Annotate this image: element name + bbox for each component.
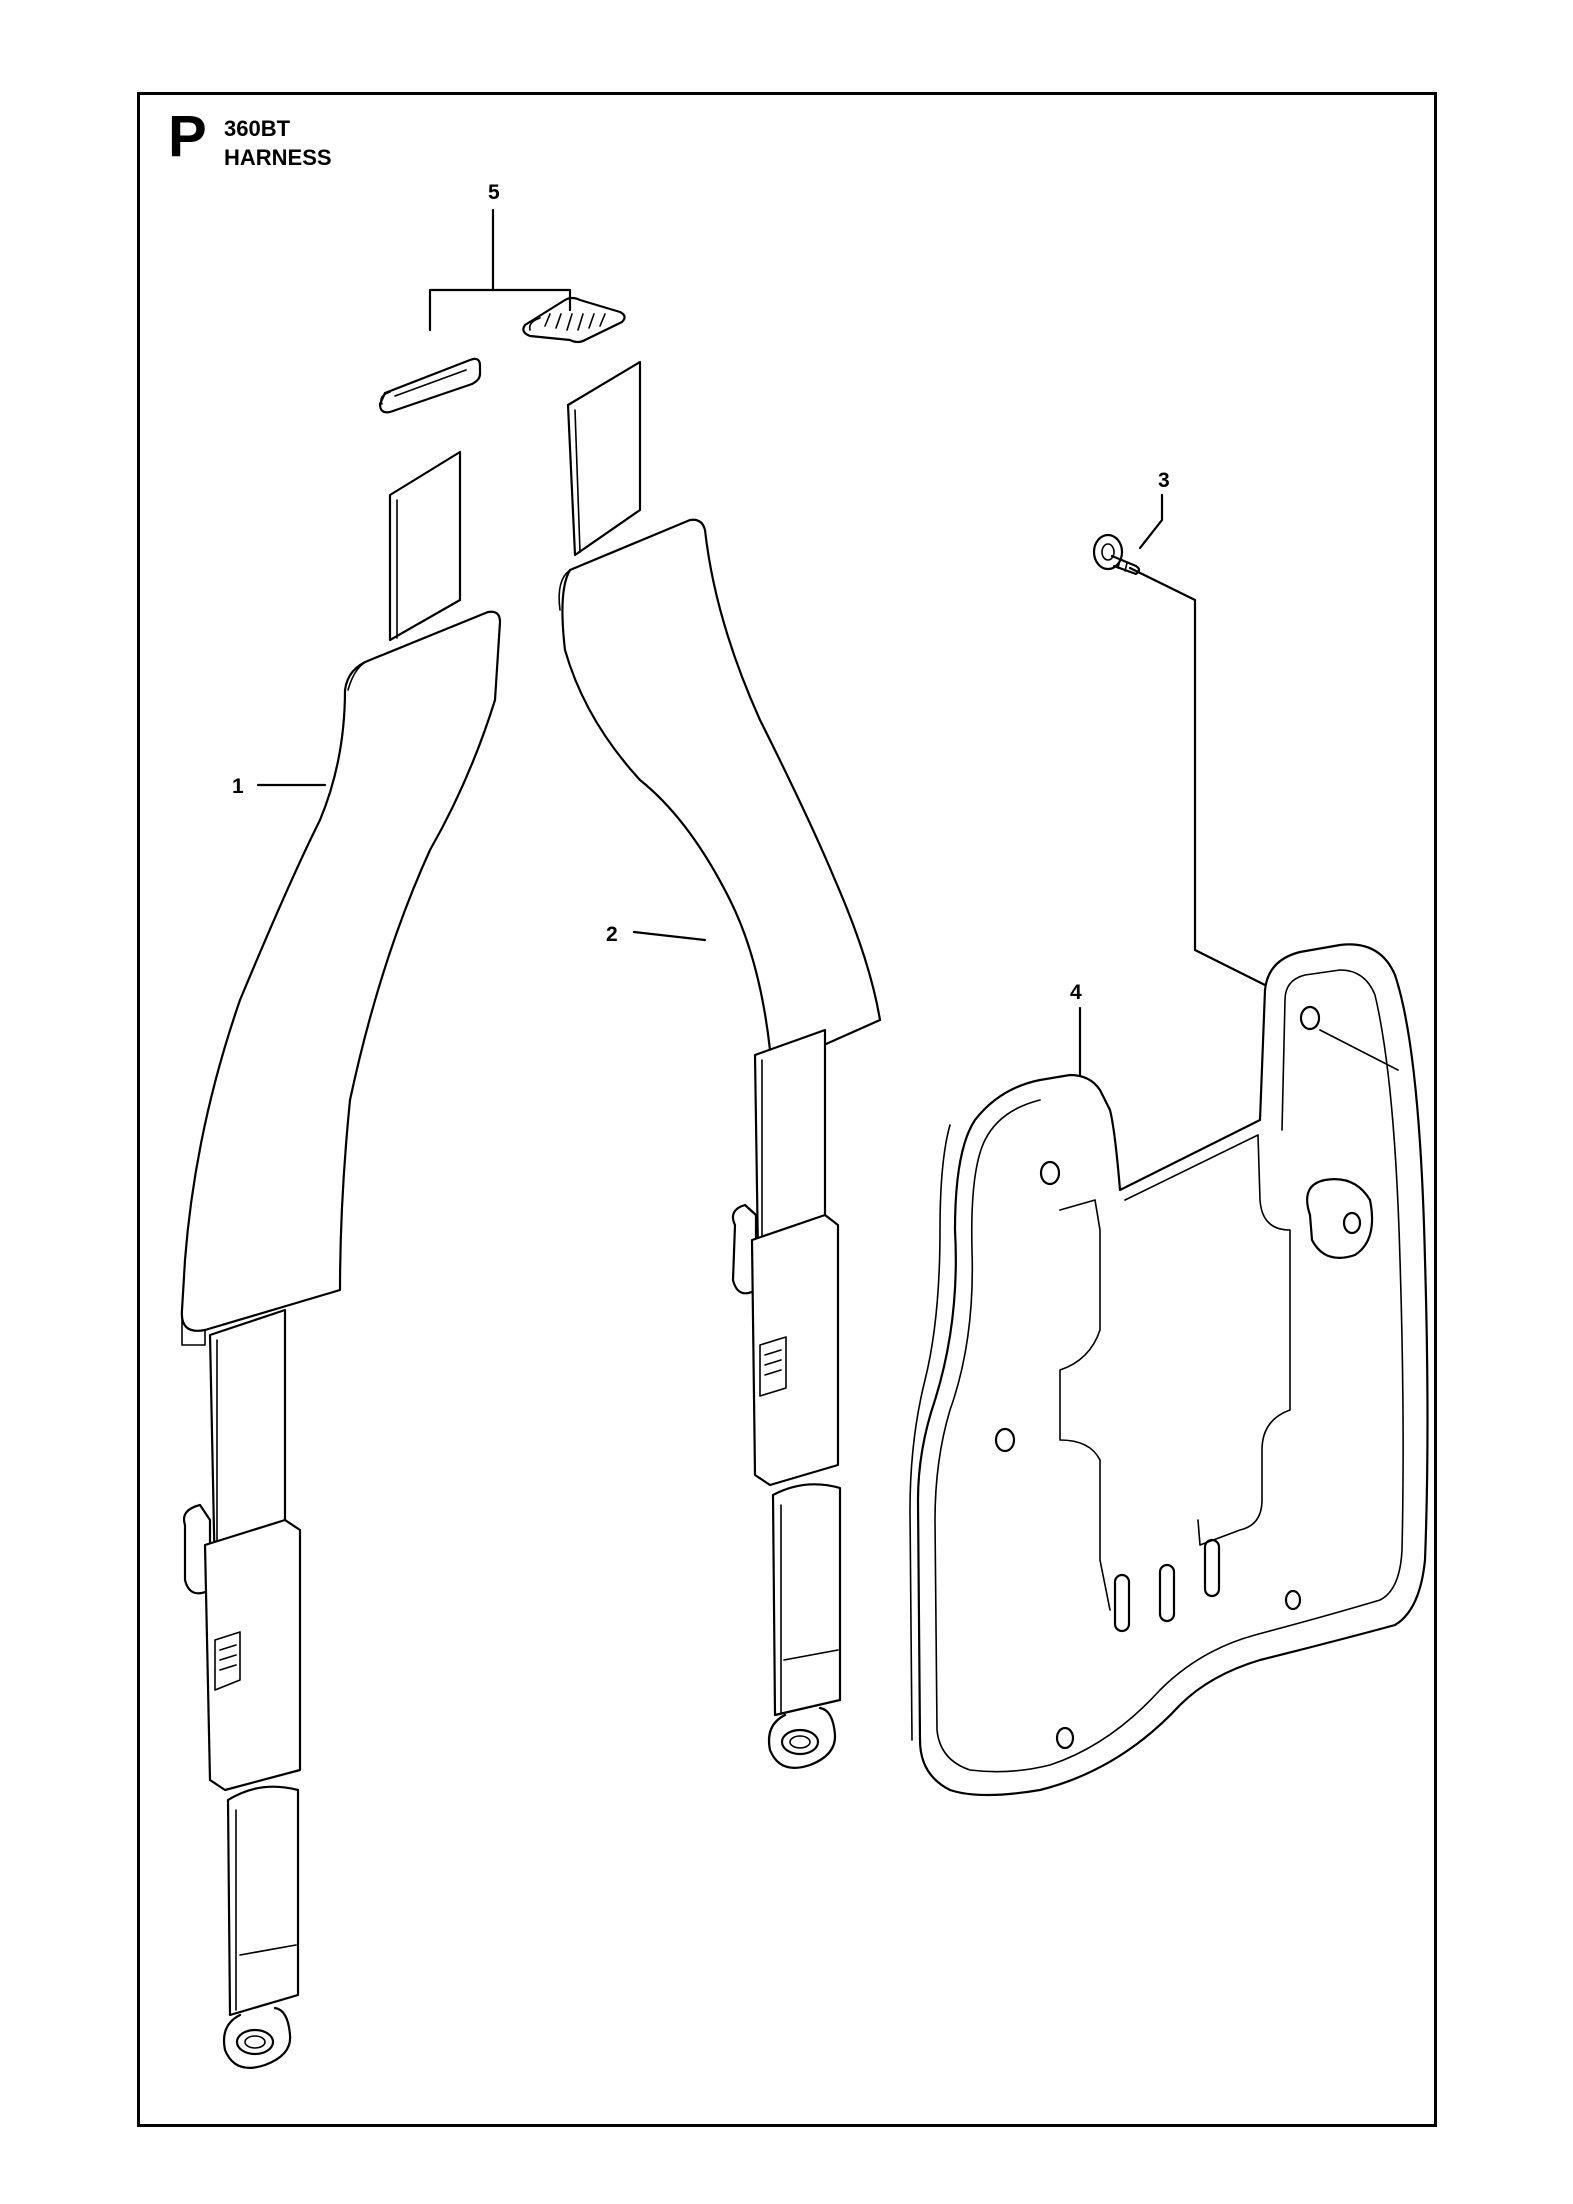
leader-2 <box>632 930 707 942</box>
model-number: 360BT <box>224 116 291 141</box>
page-frame <box>137 92 1437 2127</box>
callout-2: 2 <box>606 923 618 946</box>
part-2-shoulder-strap-right <box>558 360 882 1769</box>
leader-5 <box>428 288 572 332</box>
part-4-back-plate <box>909 943 1429 1797</box>
part-3-screw <box>1092 533 1141 576</box>
callout-1: 1 <box>232 775 244 798</box>
leader-lines <box>256 208 1267 1087</box>
callout-5: 5 <box>488 181 500 204</box>
callout-4: 4 <box>1070 981 1082 1004</box>
part-5-buckle-right <box>522 296 626 344</box>
part-1-shoulder-strap-left <box>180 450 502 2069</box>
callout-3: 3 <box>1158 469 1170 492</box>
part-5-buckle-left <box>378 357 482 414</box>
diagram-title: HARNESS <box>224 145 332 170</box>
section-letter: P <box>168 104 207 169</box>
leader-3 <box>1138 493 1164 550</box>
leader-3-long <box>1128 566 1267 987</box>
